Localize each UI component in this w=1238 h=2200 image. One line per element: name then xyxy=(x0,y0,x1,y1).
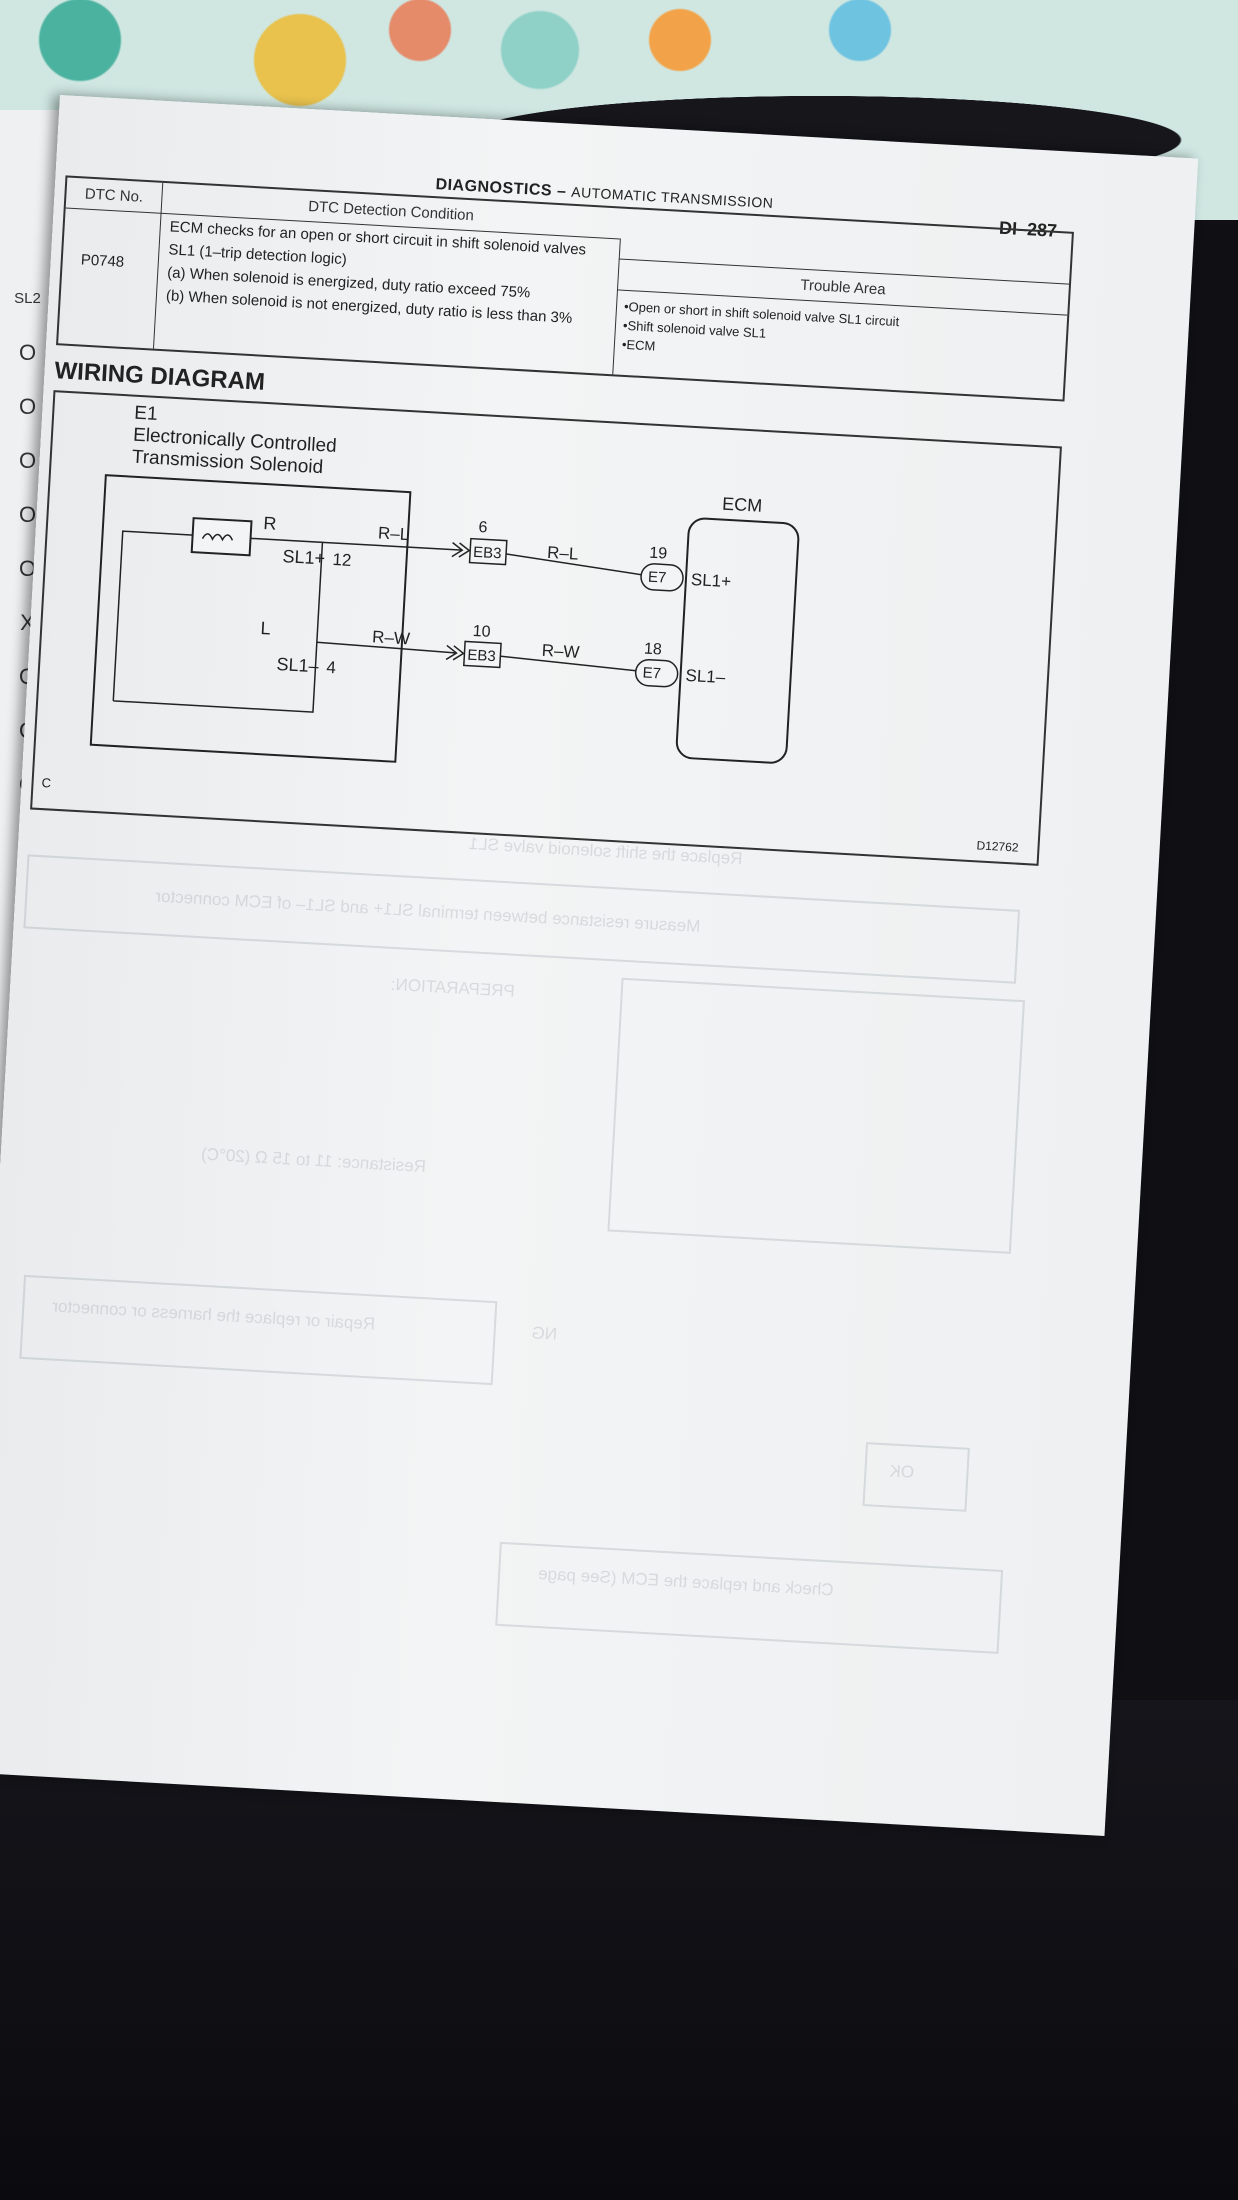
sl1-minus-label: SL1– xyxy=(276,654,319,676)
left-table-cell: O xyxy=(18,340,37,365)
bleed-text: PREPARATION: xyxy=(390,974,516,1001)
wiring-diagram: E1 Electronically Controlled Transmissio… xyxy=(30,390,1062,866)
manual-page: DIAGNOSTICS – AUTOMATIC TRANSMISSION DI–… xyxy=(0,95,1199,1837)
component-id: E1 xyxy=(134,403,158,425)
connector-arrow-top xyxy=(451,542,471,558)
ecm-label: ECM xyxy=(722,494,763,516)
left-table-cell: O xyxy=(18,502,37,527)
pin-18: 18 xyxy=(644,640,663,658)
corner-label: C xyxy=(41,775,51,791)
wire-bottom-2 xyxy=(486,653,641,673)
ecm-sl1-minus: SL1– xyxy=(685,666,726,687)
wire-r-label: R xyxy=(263,513,277,534)
left-table-cell: O xyxy=(18,556,37,581)
bleed-figure xyxy=(607,977,1025,1254)
wire-top-1 xyxy=(322,541,463,551)
pin-6: 6 xyxy=(478,519,488,536)
ecm-sl1-plus: SL1+ xyxy=(690,570,731,591)
e7-bottom-oval xyxy=(634,659,679,688)
bleed-text: OK xyxy=(888,1461,915,1482)
wire-rw-label: R–W xyxy=(541,641,580,662)
e7-top-oval xyxy=(640,563,684,592)
bleed-text: NG xyxy=(531,1323,558,1344)
e7-bottom-label: E7 xyxy=(642,664,661,682)
bleed-box xyxy=(862,1442,970,1512)
pin-12: 12 xyxy=(332,550,352,570)
coil-winding xyxy=(201,533,234,542)
wire-bottom-1 xyxy=(316,641,457,654)
left-table-cell: O xyxy=(18,448,37,473)
eb3-bottom-box xyxy=(462,640,502,669)
diagram-id: D12762 xyxy=(976,838,1019,854)
eb3-top-box xyxy=(468,537,508,566)
bleed-box xyxy=(19,1274,498,1386)
left-table-cell: O xyxy=(18,394,37,419)
bleed-box xyxy=(495,1541,1004,1654)
table-divider xyxy=(612,238,621,375)
wiring-svg: E1 Electronically Controlled Transmissio… xyxy=(41,403,1019,855)
wire-rl-label: R–L xyxy=(378,523,410,544)
left-table-header: SL2 xyxy=(14,290,41,307)
ecm-box xyxy=(675,517,800,764)
header-title: DIAGNOSTICS xyxy=(435,176,553,200)
col-dtc-no: DTC No. xyxy=(65,177,163,214)
eb3-bottom-label: EB3 xyxy=(467,647,496,666)
bleed-text: Resistance: 11 to 15 Ω (20°C) xyxy=(200,1144,427,1177)
eb3-top-label: EB3 xyxy=(473,544,502,563)
e7-top-label: E7 xyxy=(648,569,667,587)
dtc-code: P0748 xyxy=(80,251,125,271)
solenoid-box xyxy=(89,474,412,763)
pin-10: 10 xyxy=(472,623,491,641)
wire-rw-label: R–W xyxy=(372,627,411,648)
header-separator: – xyxy=(556,182,567,201)
sl1-plus-label: SL1+ xyxy=(282,546,326,568)
wire-rl-label: R–L xyxy=(547,543,579,564)
pin-19: 19 xyxy=(649,545,668,563)
pin-4: 4 xyxy=(326,658,337,677)
trouble-text: •Open or short in shift solenoid valve S… xyxy=(621,297,900,369)
wire-top-2 xyxy=(492,551,647,577)
wire-l-label: L xyxy=(260,618,271,639)
connector-arrow-bottom xyxy=(445,644,465,661)
